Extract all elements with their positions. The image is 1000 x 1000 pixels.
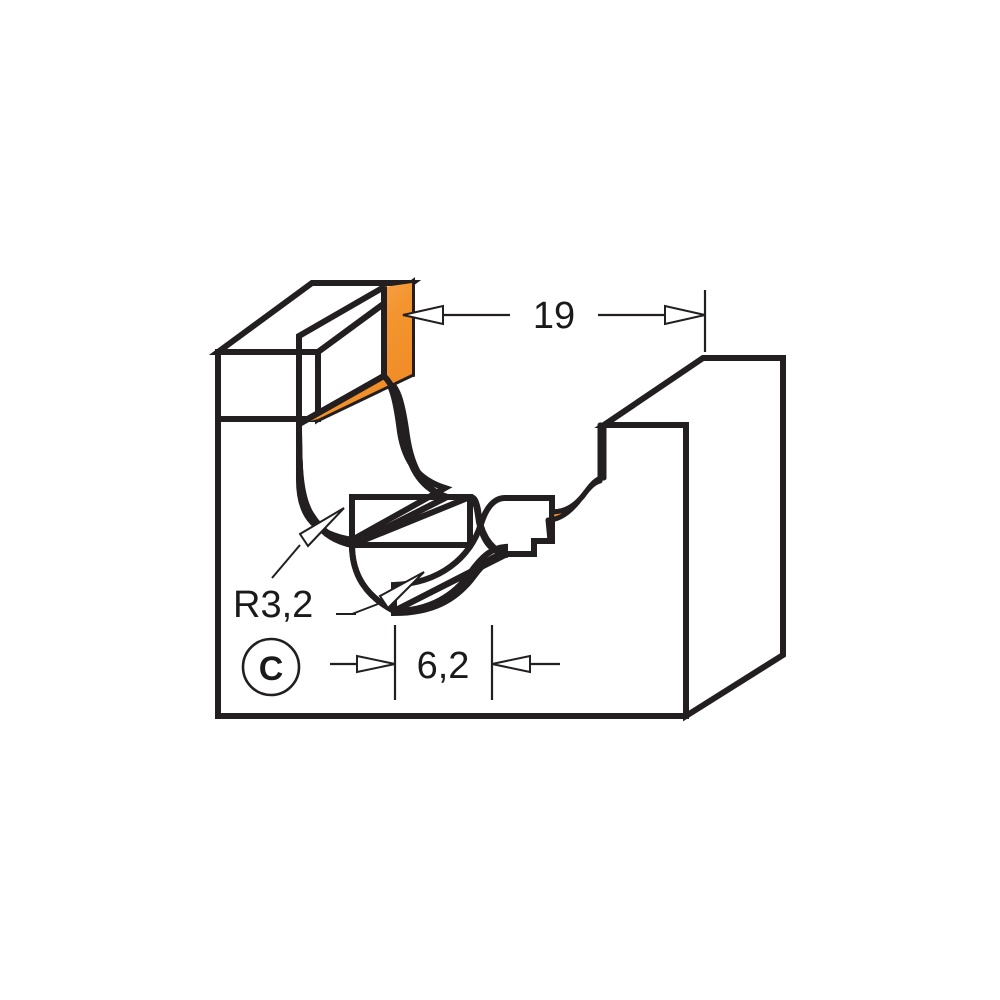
leader-line-upper bbox=[271, 544, 301, 579]
remaining-stock-block bbox=[594, 355, 786, 722]
machined-profile-front-face bbox=[295, 372, 456, 549]
machined-profile-right-sliver bbox=[545, 422, 607, 544]
profile-silhouette-outline bbox=[296, 287, 552, 615]
radius-label: R3,2 bbox=[233, 584, 313, 626]
arrow-right bbox=[664, 304, 706, 326]
radius-annotation: R3,2 bbox=[233, 507, 425, 626]
dimension-19: 19 bbox=[402, 290, 707, 352]
leader-line-lower bbox=[351, 603, 379, 615]
dimension-6-2-label: 6,2 bbox=[417, 645, 470, 687]
leader-arrow-upper bbox=[298, 507, 345, 548]
profile-letter-symbol: C bbox=[241, 637, 301, 697]
machined-profile-ogee-main bbox=[295, 372, 449, 549]
dimension-6-2: 6,2 bbox=[330, 625, 560, 700]
arrow-left bbox=[402, 304, 444, 326]
symbol-letter: C bbox=[259, 650, 284, 688]
leader-arrow-lower bbox=[378, 571, 425, 610]
dimension-19-label: 19 bbox=[533, 295, 575, 337]
arrow-left-62 bbox=[356, 654, 396, 674]
arrow-right-62 bbox=[491, 654, 531, 674]
workpiece-bottom-edge bbox=[215, 419, 686, 719]
symbol-circle bbox=[241, 637, 301, 697]
